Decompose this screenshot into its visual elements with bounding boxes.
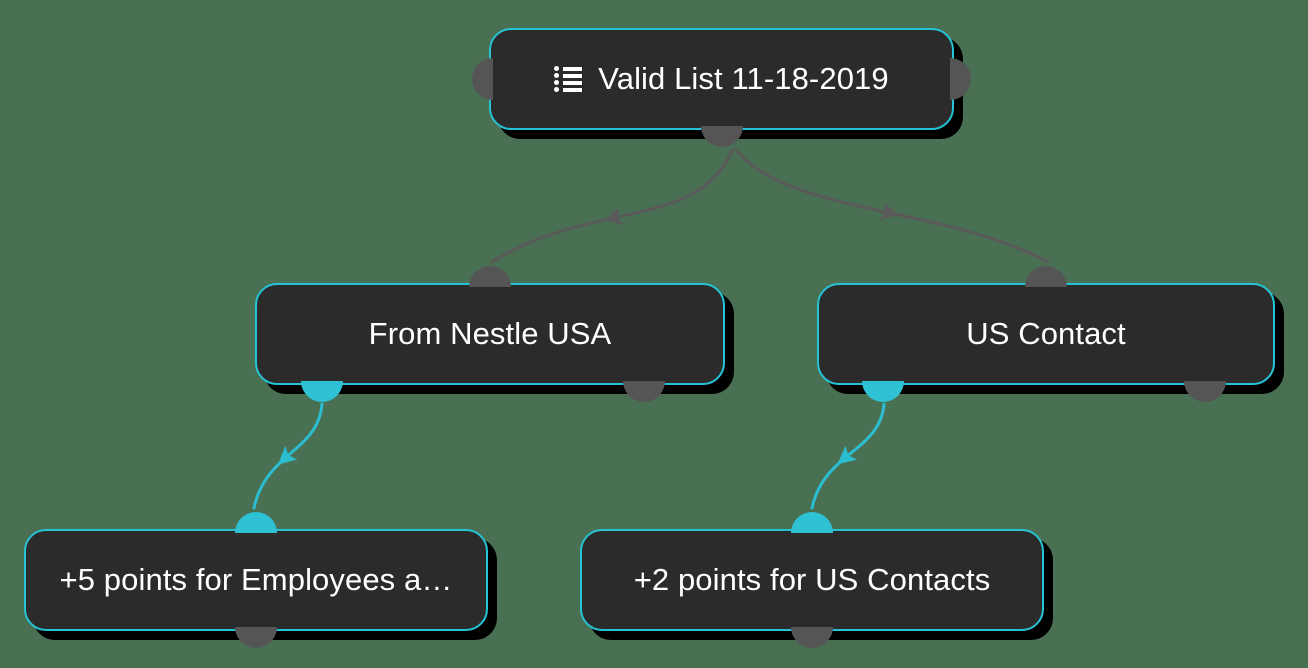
list-icon-line xyxy=(563,87,583,92)
list-icon-row xyxy=(554,73,583,78)
node-content: From Nestle USA xyxy=(275,316,705,352)
node-content: US Contact xyxy=(837,316,1255,352)
node-from-nestle-usa-handle-top-center[interactable] xyxy=(469,266,511,287)
node-plus-5-points-handle-top-center[interactable] xyxy=(235,512,277,533)
node-us-contact[interactable]: US Contact xyxy=(817,266,1275,402)
node-label: From Nestle USA xyxy=(368,316,612,351)
node-label: US Contact xyxy=(966,316,1126,351)
list-icon-bullet xyxy=(554,87,560,92)
edge-root-to-us-contact-path xyxy=(734,148,1050,264)
node-root[interactable]: Valid List 11-18-2019 xyxy=(472,28,971,147)
list-icon xyxy=(554,66,583,92)
edge-root-to-nestle[interactable] xyxy=(490,148,734,264)
edge-root-to-us-contact-arrowhead xyxy=(879,202,900,220)
node-root-handle-right[interactable] xyxy=(950,58,971,100)
list-icon-line xyxy=(563,80,583,85)
edge-root-to-us-contact[interactable] xyxy=(734,148,1050,264)
edge-us-contact-to-plus2[interactable] xyxy=(810,402,886,510)
list-icon-bullet xyxy=(554,73,560,78)
node-label: +2 points for US Contacts xyxy=(633,562,991,597)
node-content: +2 points for US Contacts xyxy=(600,562,1024,598)
edge-nestle-to-plus5[interactable] xyxy=(252,402,324,510)
node-plus-2-points[interactable]: +2 points for US Contacts xyxy=(580,512,1044,648)
node-plus-5-points-handle-bottom-center[interactable] xyxy=(235,627,277,648)
node-us-contact-handle-bottom-right[interactable] xyxy=(1183,381,1226,402)
list-icon-bullet xyxy=(554,66,560,71)
node-label: Valid List 11-18-2019 xyxy=(598,61,889,96)
edge-nestle-to-plus5-arrowhead xyxy=(277,445,298,465)
node-root-handle-bottom-center[interactable] xyxy=(700,126,743,147)
node-from-nestle-usa[interactable]: From Nestle USA xyxy=(255,266,725,402)
edge-root-to-nestle-path xyxy=(490,148,734,264)
node-us-contact-handle-bottom-left[interactable] xyxy=(861,381,904,402)
list-icon-row xyxy=(554,80,583,85)
node-from-nestle-usa-handle-bottom-right[interactable] xyxy=(622,381,665,402)
node-us-contact-handle-top-center[interactable] xyxy=(1025,266,1067,287)
node-plus-5-points[interactable]: +5 points for Employees a… xyxy=(24,512,488,648)
edge-us-contact-to-plus2-path xyxy=(810,402,886,510)
edge-us-contact-to-plus2-arrowhead xyxy=(837,445,858,465)
node-label: +5 points for Employees a… xyxy=(59,562,453,597)
node-plus-2-points-handle-top-center[interactable] xyxy=(791,512,833,533)
edge-root-to-nestle-arrowhead xyxy=(603,207,624,226)
node-root-handle-left[interactable] xyxy=(472,58,493,100)
node-content: Valid List 11-18-2019 xyxy=(509,61,934,97)
list-icon-row xyxy=(554,87,583,92)
list-icon-line xyxy=(563,66,583,71)
node-content: +5 points for Employees a… xyxy=(44,562,468,598)
list-icon-line xyxy=(563,73,583,78)
node-plus-2-points-handle-bottom-center[interactable] xyxy=(791,627,833,648)
list-icon-row xyxy=(554,66,583,71)
edge-nestle-to-plus5-path xyxy=(252,402,324,510)
node-from-nestle-usa-handle-bottom-left[interactable] xyxy=(301,381,344,402)
list-icon-bullet xyxy=(554,80,560,85)
